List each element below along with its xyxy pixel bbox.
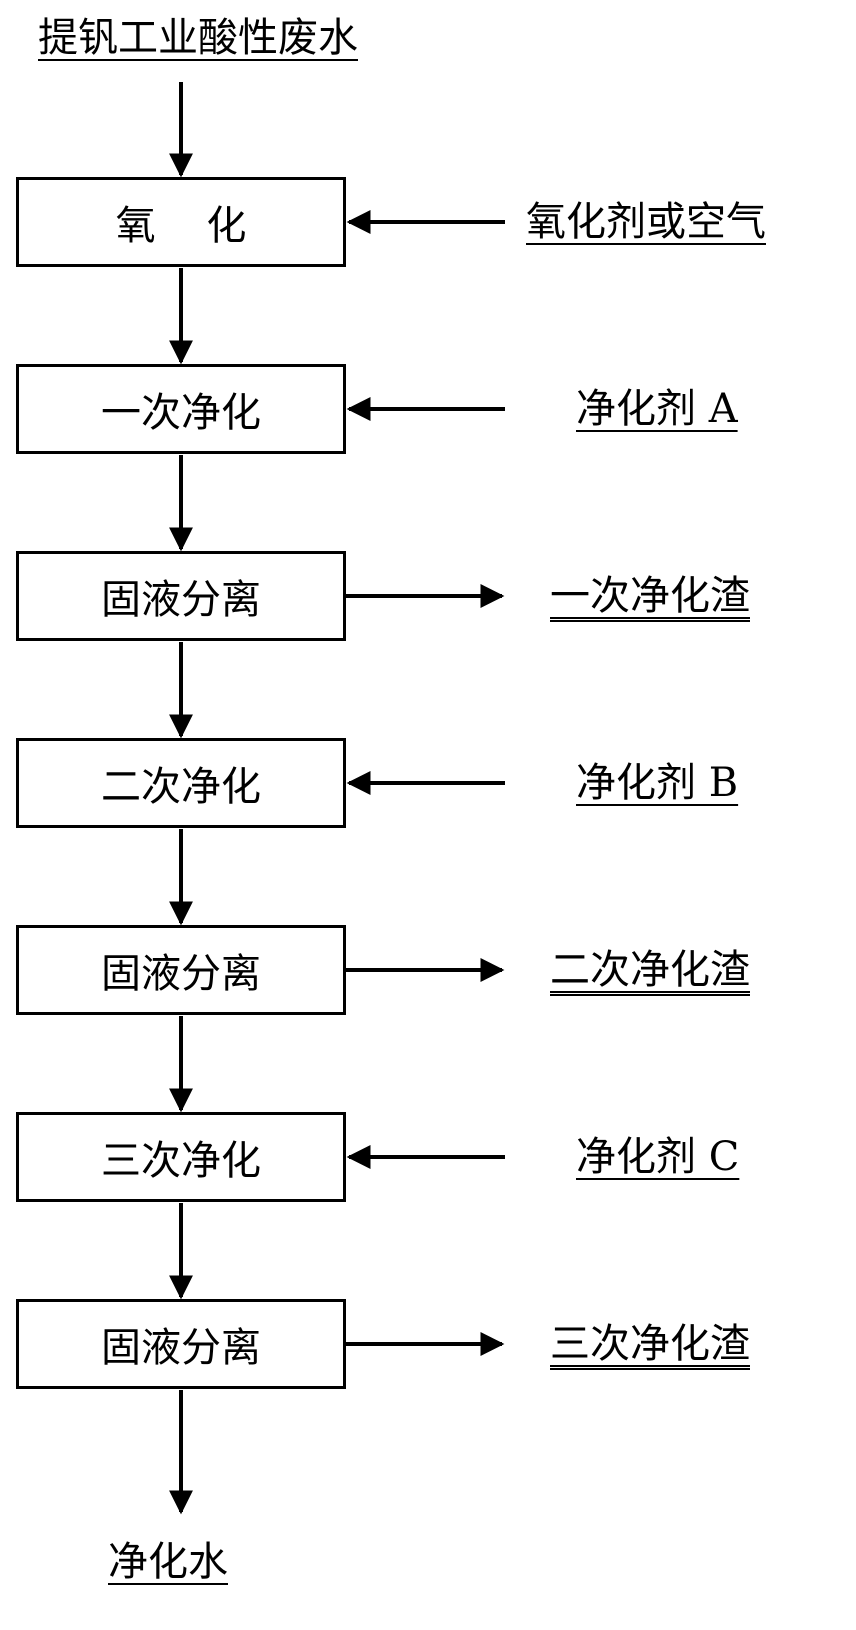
step-label: 固液分离 [101,1325,261,1371]
step-solid-liquid-separation-3: 固液分离 [16,1299,346,1389]
step-label: 固液分离 [101,951,261,997]
step-solid-liquid-separation-2: 固液分离 [16,925,346,1015]
step-label: 氧 化 [115,203,247,249]
step-label: 固液分离 [101,577,261,623]
step-primary-purification: 一次净化 [16,364,346,454]
step-solid-liquid-separation-1: 固液分离 [16,551,346,641]
oxidant-label: 氧化剂或空气 [526,199,766,245]
step-label: 一次净化 [101,390,261,436]
step-tertiary-purification: 三次净化 [16,1112,346,1202]
output-label: 净化水 [108,1539,228,1585]
residue-1-label: 一次净化渣 [550,573,750,619]
agent-a-label: 净化剂 A [576,386,738,432]
agent-b-label: 净化剂 B [576,760,739,806]
step-oxidation: 氧 化 [16,177,346,267]
step-secondary-purification: 二次净化 [16,738,346,828]
residue-2-label: 二次净化渣 [550,947,750,993]
step-label: 三次净化 [101,1138,261,1184]
step-label: 二次净化 [101,764,261,810]
residue-3-label: 三次净化渣 [550,1321,750,1367]
agent-c-label: 净化剂 C [576,1134,740,1180]
input-label: 提钒工业酸性废水 [38,15,358,61]
